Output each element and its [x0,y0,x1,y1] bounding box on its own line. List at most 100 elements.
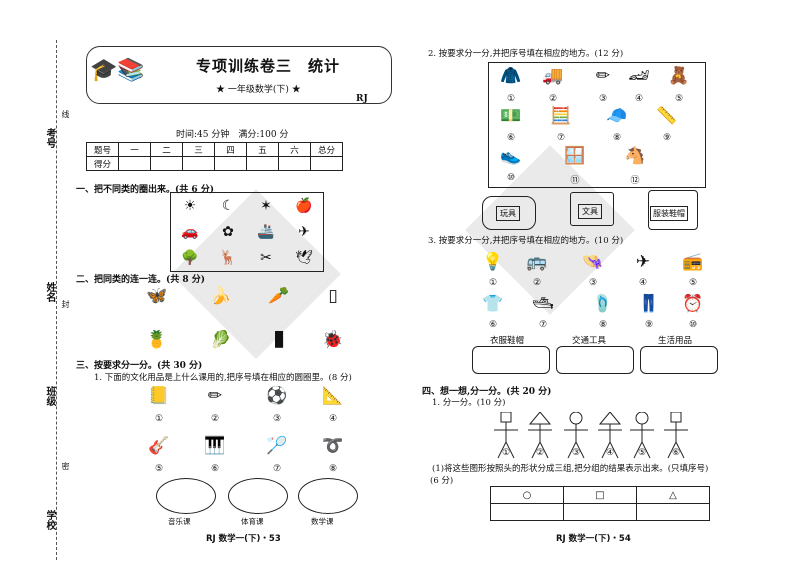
figure-4-triangle-head[interactable] [596,412,624,462]
banana-icon[interactable]: 🍌 [210,286,232,306]
binding-line [56,40,57,560]
item-number: ⑤ [637,448,647,458]
toy-car-icon[interactable]: 🏎 [628,66,650,86]
item-number: ② [535,448,545,458]
item-number: ② [210,414,220,424]
clothing-answer-box[interactable] [472,346,550,374]
figure-5-circle-head[interactable] [628,412,656,462]
score-cell[interactable] [214,156,247,171]
money-icon[interactable]: 💵 [500,106,522,126]
shoes-icon[interactable]: 👟 [500,146,522,166]
pe-class-circle[interactable] [228,478,288,514]
question-4-1-1: (1)将这些图形按照头的形状分成三组,把分组的结果表示出来。(只填序号) [432,464,709,474]
deer-icon[interactable]: 🦌 [219,250,237,266]
ship-icon[interactable]: 🚢 [257,224,275,240]
item-number: ⑤ [154,464,164,474]
transport-answer-box[interactable] [556,346,634,374]
item-number: ⑤ [674,94,684,104]
figure-3-circle-head[interactable] [562,412,590,462]
lamp-icon[interactable]: 💡 [482,252,504,272]
football-icon[interactable]: ⚽ [266,386,288,406]
score-header: 三 [182,142,215,157]
score-cell[interactable] [182,156,215,171]
item-number: ⑨ [662,133,672,143]
stationery-bag[interactable] [570,192,614,226]
boat-icon[interactable]: 🛥 [532,294,554,314]
jump-rope-icon[interactable]: ➰ [322,436,344,456]
clothing-bag-label: 服装鞋帽 [650,206,688,221]
window-icon[interactable]: 🪟 [564,146,586,166]
butterfly-icon[interactable]: 🦋 [146,286,168,306]
score-cell[interactable] [278,156,311,171]
airplane-icon[interactable]: ✈ [635,252,651,272]
shuttlecock-icon[interactable]: 🏸 [266,436,288,456]
toy-bag[interactable] [482,196,536,230]
label-kaohao: 考号 [44,128,55,148]
jacket-icon[interactable]: 🧥 [500,66,522,86]
square-head-column: □ [563,486,637,504]
set-square-icon[interactable]: 📐 [322,386,344,406]
car-icon[interactable]: 🚗 [181,224,199,240]
alarm-clock-icon[interactable]: ⏰ [682,294,704,314]
figure-2-triangle-head[interactable] [526,412,554,462]
clothing-bag[interactable] [648,190,698,230]
apple-icon[interactable]: 🍎 [295,198,313,214]
hat-icon[interactable]: 👒 [582,252,604,272]
math-class-circle[interactable] [298,478,358,514]
item-number: ④ [634,94,644,104]
flower-icon[interactable]: ✿ [222,224,234,240]
tree-icon[interactable]: 🌳 [181,250,199,266]
score-cell[interactable] [118,156,151,171]
score-cell[interactable] [150,156,183,171]
plane-icon[interactable]: ✈ [298,224,310,240]
item-number: ② [548,94,558,104]
score-cell[interactable] [310,156,343,171]
prism-icon[interactable]: ▮ [272,326,286,351]
question-4-1-1-points: (6 分) [430,476,454,486]
cylinder-icon[interactable]: ▯ [328,286,338,306]
doll-icon[interactable]: 🧸 [668,66,690,86]
cap-icon[interactable]: 🧢 [606,106,628,126]
question-3-1: 1. 下面的文化用品是上什么课用的,把序号填在相应的圆圈里。(8 分) [94,373,352,383]
cabbage-icon[interactable]: 🥬 [210,330,232,350]
answer-cell[interactable] [636,503,710,521]
answer-cell[interactable] [490,503,564,521]
toy-bag-label: 玩具 [496,206,520,221]
music-class-circle[interactable] [156,478,216,514]
ruler-icon[interactable]: 📏 [656,106,678,126]
bus-icon[interactable]: 🚌 [526,252,548,272]
figure-1-square-head[interactable] [492,412,520,462]
item-number: ⑥ [506,133,516,143]
star-icon[interactable]: ✶ [260,198,272,214]
bird-icon[interactable]: 🕊 [295,250,313,266]
daily-answer-box[interactable] [640,346,718,374]
item-number: ③ [571,448,581,458]
radio-icon[interactable]: 📻 [682,252,704,272]
figure-6-square-head[interactable] [662,412,690,462]
calculator-icon[interactable]: 🧮 [550,106,572,126]
moon-icon[interactable]: ☾ [221,198,235,214]
score-cell[interactable] [246,156,279,171]
sweater-icon[interactable]: 👕 [482,294,504,314]
score-table: 题号 一 二 三 四 五 六 总分 得分 [86,142,343,171]
guitar-icon[interactable]: 🎸 [148,436,170,456]
scissors-icon[interactable]: ✂ [260,250,272,266]
answer-cell[interactable] [563,503,637,521]
pineapple-icon[interactable]: 🍍 [146,330,168,350]
pants-icon[interactable]: 👖 [638,294,660,314]
notebook-icon[interactable]: 📒 [148,386,170,406]
daily-box-label: 生活用品 [658,336,693,346]
insect-icon[interactable]: 🐞 [322,330,344,350]
truck-icon[interactable]: 🚚 [542,66,564,86]
piano-icon[interactable]: 🎹 [204,436,226,456]
item-number: ① [154,414,164,424]
pencil-icon[interactable]: ✏ [595,66,611,86]
circle-head-column: ○ [490,486,564,504]
pencil-icon[interactable]: ✏ [207,386,223,406]
sandals-icon[interactable]: 🩴 [592,294,614,314]
rocking-horse-icon[interactable]: 🐴 [624,146,646,166]
score-header: 总分 [310,142,343,157]
sun-icon[interactable]: ☀ [183,198,197,214]
carrot-icon[interactable]: 🥕 [268,286,290,306]
item-number: ③ [272,414,282,424]
